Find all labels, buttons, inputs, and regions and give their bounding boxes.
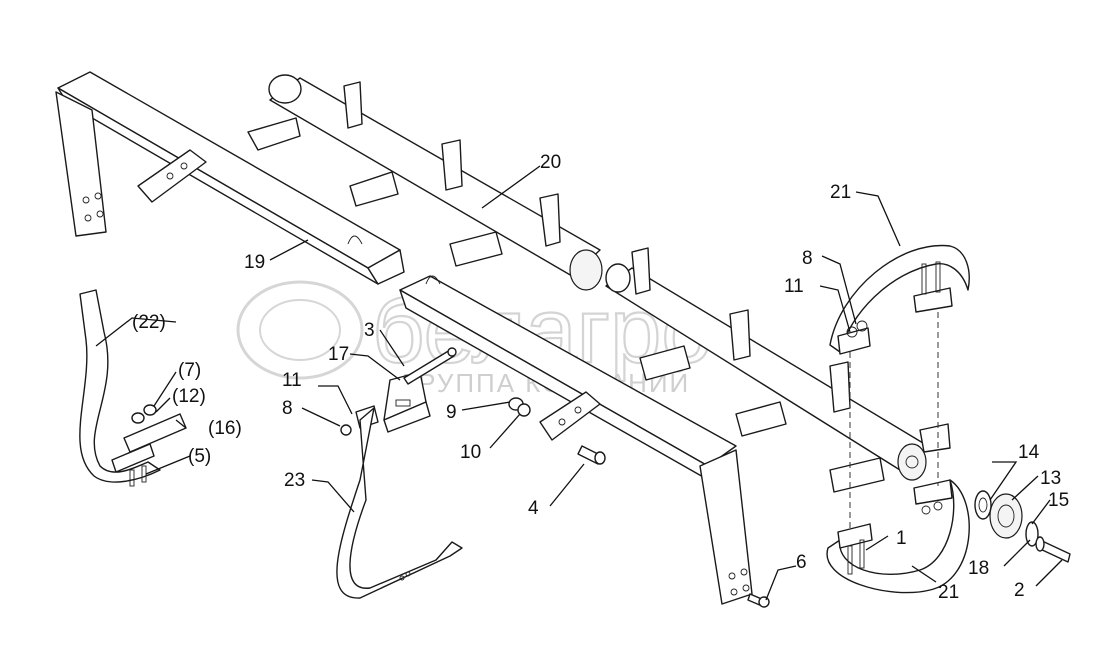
assembly-guides bbox=[849, 312, 939, 530]
main-pipe bbox=[247, 74, 603, 291]
callout-3: 3 bbox=[364, 320, 375, 341]
callout-labels: 20 19 21 21 8 8 11 11 (22) (7) (12) (16)… bbox=[132, 152, 1069, 603]
callout-16: (16) bbox=[208, 418, 242, 439]
callout-21-top: 21 bbox=[830, 182, 851, 203]
callout-9: 9 bbox=[446, 402, 457, 423]
bracket-17 bbox=[340, 347, 457, 436]
watermark-logo-inner bbox=[259, 299, 341, 361]
callout-13: 13 bbox=[1040, 468, 1061, 489]
right-frame-tube bbox=[399, 275, 753, 605]
bolt-6 bbox=[747, 593, 770, 608]
callout-8-right: 8 bbox=[802, 248, 813, 269]
callout-1: 1 bbox=[896, 528, 907, 549]
callout-23: 23 bbox=[284, 470, 305, 491]
watermark-logo-ring bbox=[236, 280, 364, 380]
left-frame-tube bbox=[55, 71, 405, 285]
clamp-band-top bbox=[829, 244, 970, 355]
callout-22: (22) bbox=[132, 312, 166, 333]
callout-11-right: 11 bbox=[784, 276, 804, 297]
callout-4: 4 bbox=[528, 498, 539, 519]
callout-17: 17 bbox=[328, 344, 349, 365]
end-cap-assembly bbox=[974, 490, 1071, 563]
callout-18: 18 bbox=[968, 558, 989, 579]
callout-8-left: 8 bbox=[282, 398, 293, 419]
callout-6: 6 bbox=[796, 552, 807, 573]
callout-11-left: 11 bbox=[282, 370, 302, 391]
spring-tine-23 bbox=[336, 407, 463, 599]
callout-15: 15 bbox=[1048, 490, 1069, 511]
callout-5: (5) bbox=[188, 446, 211, 467]
callout-7: (7) bbox=[178, 360, 201, 381]
right-pipe bbox=[605, 247, 951, 493]
callout-19: 19 bbox=[244, 252, 265, 273]
callout-2: 2 bbox=[1014, 580, 1025, 601]
spring-tine-22 bbox=[79, 289, 187, 487]
fasteners-middle bbox=[508, 397, 606, 465]
callout-10: 10 bbox=[460, 442, 481, 463]
callout-14: 14 bbox=[1018, 442, 1040, 463]
callout-12: (12) bbox=[172, 386, 206, 407]
callout-21-bottom: 21 bbox=[938, 582, 959, 603]
callout-20: 20 bbox=[540, 152, 561, 173]
clamp-band-bottom bbox=[826, 479, 970, 594]
leader-lines bbox=[95, 165, 1063, 601]
